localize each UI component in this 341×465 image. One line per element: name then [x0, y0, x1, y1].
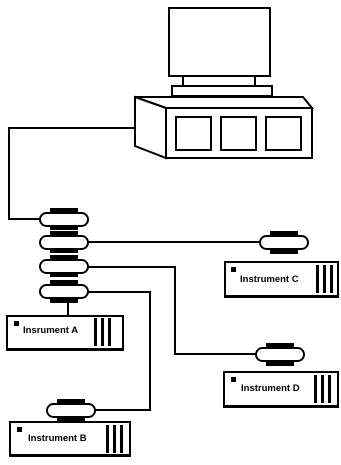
cable-computer: [8, 127, 135, 220]
computer-base-icon: [134, 95, 315, 160]
computer-monitor-icon: [168, 7, 273, 97]
instrument-d-label: Instrument D: [241, 383, 300, 394]
instrument-c: Instrument C: [224, 231, 339, 298]
instrument-a: Insrument A: [6, 315, 124, 351]
gpib-connector-icon: [39, 208, 89, 230]
instrument-d: Instrument D: [223, 343, 339, 408]
gpib-connector-icon: [46, 399, 96, 422]
instrument-b-label: Instrument B: [28, 433, 87, 444]
gpib-connector-icon: [39, 255, 89, 277]
instrument-c-label: Instrument C: [240, 274, 299, 285]
connector-stack: [39, 208, 89, 303]
cable-instrument-d: [88, 266, 256, 355]
gpib-connector-icon: [39, 280, 89, 303]
instrument-b: Instrument B: [9, 399, 131, 457]
gpib-connector-icon: [39, 231, 89, 253]
gpib-connector-icon: [255, 343, 305, 366]
instrument-a-label: Insrument A: [23, 325, 78, 336]
cable-instrument-b: [88, 291, 151, 411]
cables: [8, 127, 260, 411]
gpib-connector-icon: [259, 231, 309, 254]
